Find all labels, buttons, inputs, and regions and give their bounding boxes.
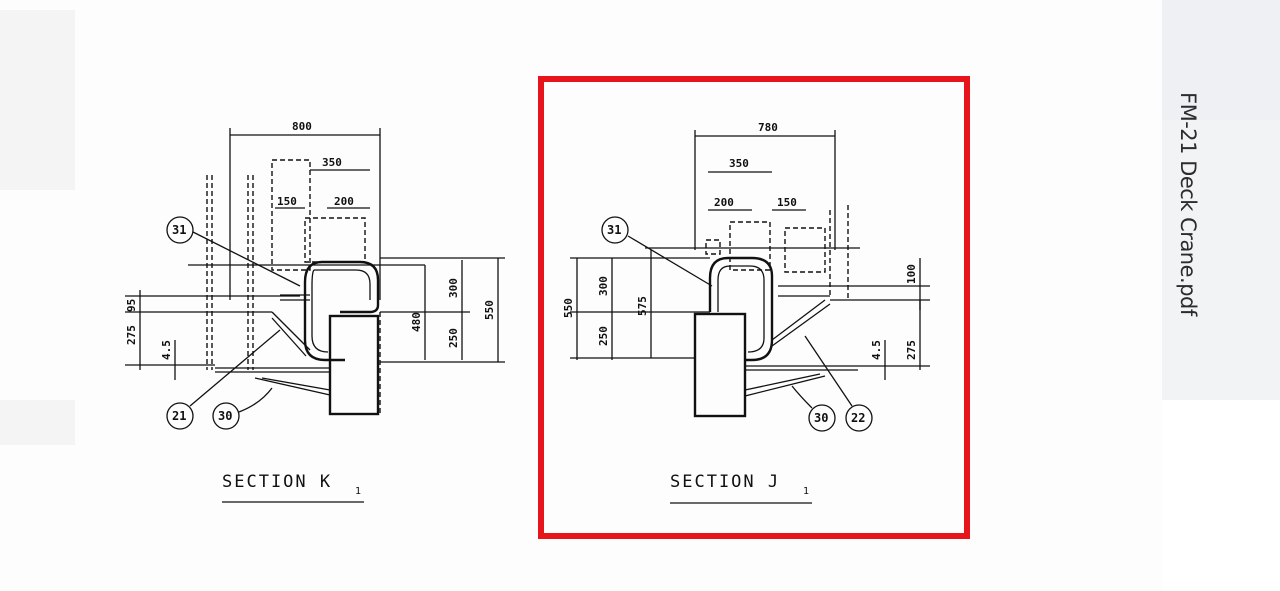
bracket xyxy=(771,303,831,347)
callout-bubble-30 xyxy=(212,402,240,430)
dashed-block xyxy=(705,239,721,255)
dim-275: 275 xyxy=(125,325,138,345)
callout-bubble-21 xyxy=(166,402,194,430)
dim-780: 780 xyxy=(758,121,778,134)
page-artifact xyxy=(0,10,75,190)
dim-350: 350 xyxy=(729,157,749,170)
stiffener xyxy=(254,377,331,396)
leader-line xyxy=(791,385,813,409)
leader-line xyxy=(238,387,273,413)
section-k1-drawing: 800 350 150 200 xyxy=(125,120,505,503)
stiffener xyxy=(744,375,826,397)
bracket xyxy=(771,299,826,341)
dim-200: 200 xyxy=(714,196,734,209)
dim-4-5: 4.5 xyxy=(160,340,173,360)
dim-800: 800 xyxy=(292,120,312,133)
callout-bubble-22 xyxy=(845,404,873,432)
leader-line xyxy=(192,231,301,287)
drawing-canvas: 800 350 150 200 xyxy=(125,76,970,539)
hull-profile xyxy=(708,256,729,312)
dim-550: 550 xyxy=(562,298,575,318)
hull-profile xyxy=(728,256,774,362)
side-panel-footer xyxy=(1162,400,1280,591)
dashed-block xyxy=(271,159,311,271)
dim-200: 200 xyxy=(334,195,354,208)
hull-profile xyxy=(303,260,345,362)
dim-550: 550 xyxy=(483,300,496,320)
dim-95: 95 xyxy=(125,299,138,312)
hull-inner xyxy=(717,265,731,312)
side-panel-header xyxy=(1162,0,1280,120)
callout-21: 21 xyxy=(172,409,186,423)
callout-30: 30 xyxy=(218,409,232,423)
highlight-box[interactable] xyxy=(538,76,970,539)
dim-350: 350 xyxy=(322,156,342,169)
dim-275: 275 xyxy=(905,340,918,360)
section-k-caption: SECTION K xyxy=(222,472,332,492)
hull-inner xyxy=(730,265,765,353)
stiffener xyxy=(261,377,331,391)
callout-bubble-31 xyxy=(166,216,194,244)
callout-22: 22 xyxy=(851,411,865,425)
hull-profile xyxy=(322,260,380,314)
dim-100: 100 xyxy=(905,264,918,284)
hull-inner xyxy=(314,269,371,300)
pedestal-block xyxy=(693,312,747,418)
dim-150: 150 xyxy=(277,195,297,208)
leader-line xyxy=(804,335,853,407)
dashed-block xyxy=(729,221,771,271)
callout-31: 31 xyxy=(172,223,186,237)
dashed-block xyxy=(304,217,366,263)
dim-4-5: 4.5 xyxy=(870,340,883,360)
callout-30: 30 xyxy=(814,411,828,425)
dim-480: 480 xyxy=(410,312,423,332)
hull-inner xyxy=(311,269,329,353)
leader-line xyxy=(627,235,713,287)
file-title[interactable]: FM-21 Deck Crane.pdf xyxy=(1176,92,1200,316)
dashed-block xyxy=(784,227,826,273)
page-artifact xyxy=(0,400,75,445)
callout-31: 31 xyxy=(607,223,621,237)
dim-250: 250 xyxy=(597,326,610,346)
bracket xyxy=(271,311,311,351)
dim-300: 300 xyxy=(597,276,610,296)
callout-bubble-30 xyxy=(808,404,836,432)
section-k-subscript: 1 xyxy=(355,486,361,497)
section-j-subscript: 1 xyxy=(803,486,809,497)
section-j1-drawing: 780 350 200 150 xyxy=(562,121,930,504)
dim-575: 575 xyxy=(636,296,649,316)
dim-250: 250 xyxy=(447,328,460,348)
pedestal-block xyxy=(328,314,380,416)
dim-300: 300 xyxy=(447,278,460,298)
stiffener xyxy=(744,373,821,391)
section-j-caption: SECTION J xyxy=(670,472,780,492)
bracket xyxy=(271,317,307,357)
callout-bubble-31 xyxy=(601,216,629,244)
leader-line xyxy=(189,329,281,407)
dim-150: 150 xyxy=(777,196,797,209)
